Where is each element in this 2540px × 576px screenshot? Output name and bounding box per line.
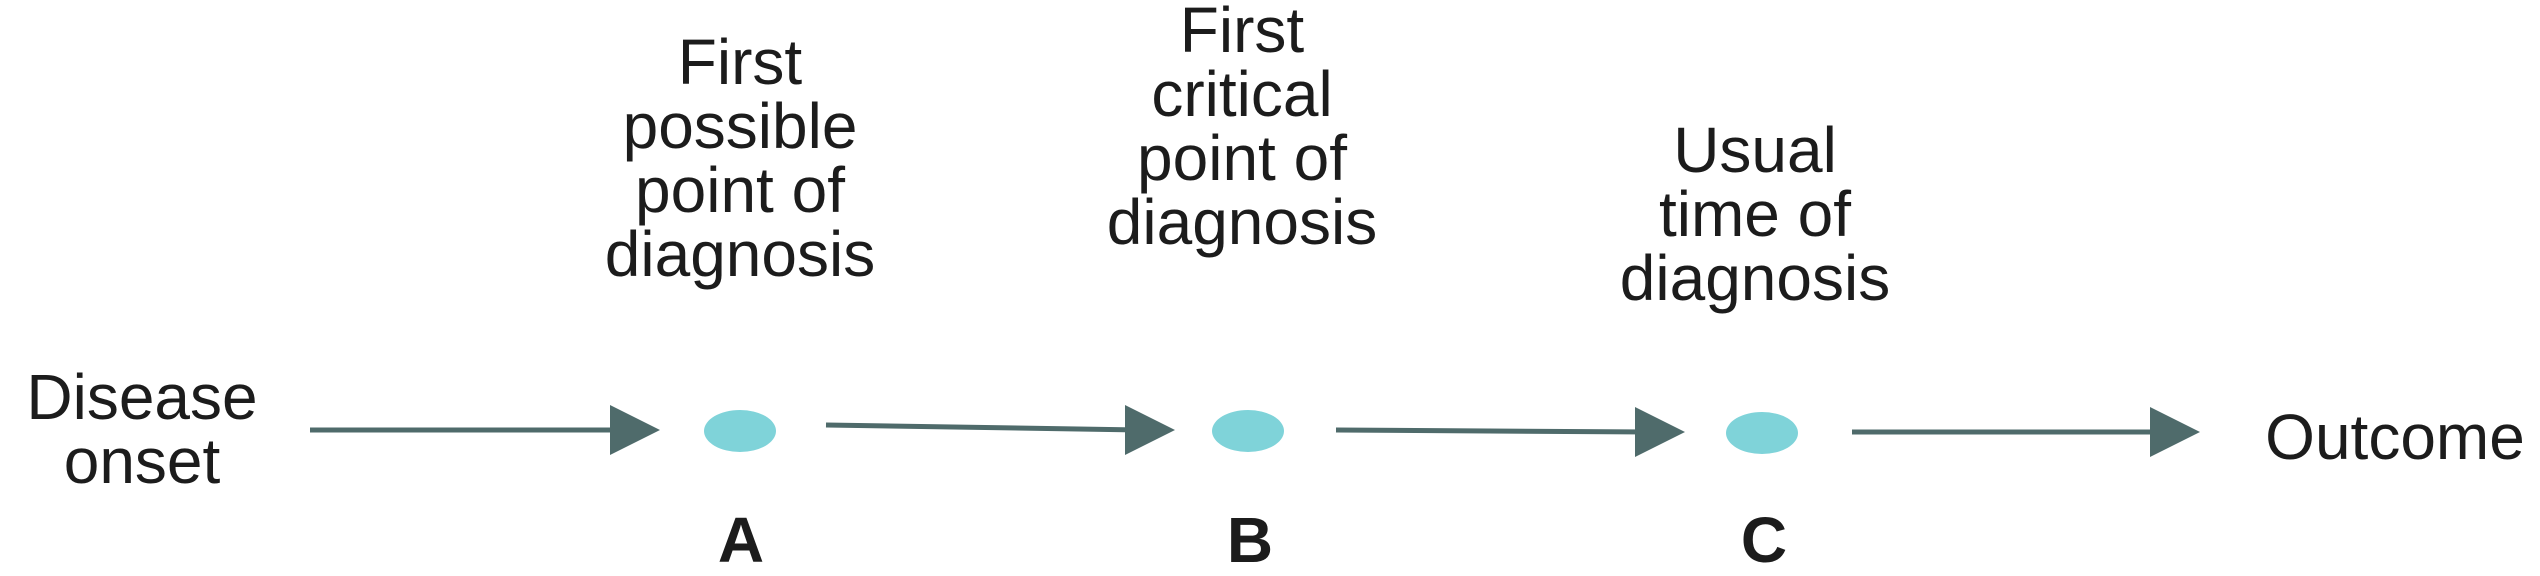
disease-onset-label: Disease onset xyxy=(26,361,258,497)
point-b-letter: B xyxy=(1226,504,1274,576)
point-c-marker xyxy=(1726,412,1798,454)
point-a-marker xyxy=(704,410,776,452)
point-b-caption: First critical point of diagnosis xyxy=(1106,0,1378,258)
point-a-letter: A xyxy=(717,504,765,576)
point-a-caption: First possible point of diagnosis xyxy=(604,26,876,290)
arrow-onset-to-a xyxy=(310,405,660,455)
arrow-c-to-outcome xyxy=(1852,407,2200,457)
arrow-b-to-c xyxy=(1335,407,1685,457)
point-b-marker xyxy=(1212,410,1284,452)
point-c-caption: Usual time of diagnosis xyxy=(1619,114,1891,314)
point-c-letter: C xyxy=(1740,504,1788,576)
outcome-label: Outcome xyxy=(2265,401,2525,473)
arrow-a-to-b xyxy=(825,405,1175,455)
